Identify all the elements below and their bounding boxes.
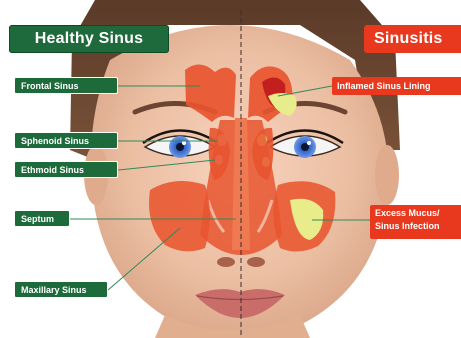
excess-mucus-label: Excess Mucus/ Sinus Infection <box>370 205 461 239</box>
sinusitis-title: Sinusitis <box>364 25 461 53</box>
maxillary-sinus-label: Maxillary Sinus <box>14 281 108 298</box>
frontal-sinus-label: Frontal Sinus <box>14 77 118 94</box>
inflamed-sinus-lining-label: Inflamed Sinus Lining <box>332 77 461 95</box>
right-ear <box>375 145 399 205</box>
excess-mucus-line2: Sinus Infection <box>375 220 456 233</box>
healthy-sinus-title: Healthy Sinus <box>9 25 169 53</box>
ethmoid-sinus-label: Ethmoid Sinus <box>14 161 118 178</box>
sphenoid-sinus-label: Sphenoid Sinus <box>14 132 118 149</box>
septum-label: Septum <box>14 210 70 227</box>
excess-mucus-line1: Excess Mucus/ <box>375 207 456 220</box>
